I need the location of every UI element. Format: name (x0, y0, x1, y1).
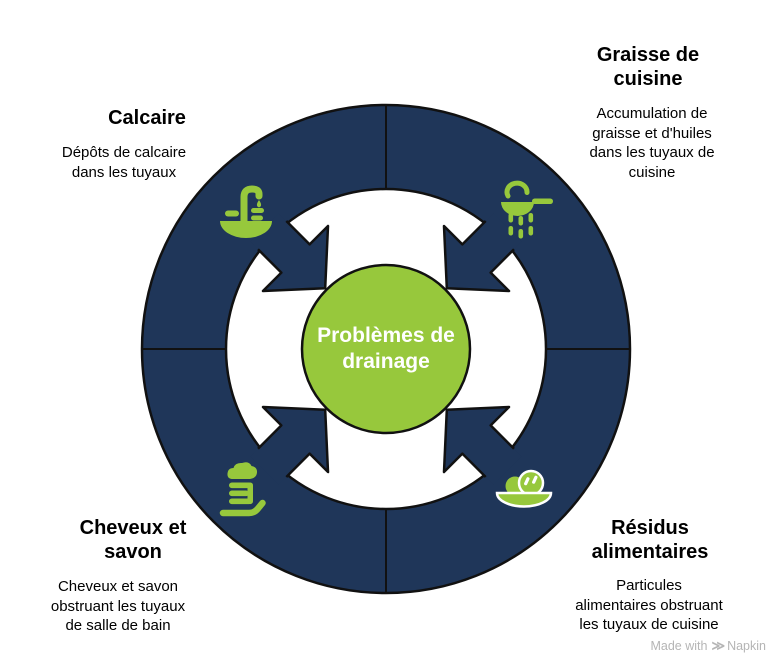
center-circle (300, 263, 472, 435)
section-desc-calcaire: Dépôts de calcaire dans les tuyaux (61, 144, 187, 181)
arrow-top-left-icon (250, 213, 330, 293)
watermark: Made with ≫ Napkin (650, 638, 766, 654)
arrow-top-right-icon (442, 213, 522, 293)
arrow-bottom-left-icon (250, 405, 330, 485)
quadrant-dividers (142, 105, 630, 593)
watermark-brand: Napkin (727, 639, 766, 653)
center-title: Problèmes de drainage (317, 324, 455, 373)
section-desc-cheveux: Cheveux et savon obstruant les tuyaux de… (50, 578, 186, 634)
inward-arrows (250, 213, 522, 485)
section-desc-graisse: Accumulation de graisse et d'huiles dans… (589, 105, 715, 181)
toothbrush-soap-icon (219, 462, 266, 517)
watermark-prefix: Made with (650, 639, 708, 653)
section-title-calcaire: Calcaire (108, 107, 186, 129)
sink-faucet-icon (220, 185, 272, 238)
section-title-residus: Résidus alimentaires (591, 517, 709, 563)
napkin-logo-icon: ≫ (711, 638, 725, 653)
section-title-cheveux: Cheveux et savon (79, 517, 187, 563)
section-title-graisse: Graisse de cuisine (596, 44, 700, 90)
section-desc-residus: Particules alimentaires obstruant les tu… (575, 577, 723, 633)
arrow-bottom-right-icon (442, 405, 522, 485)
food-plate-icon (495, 469, 553, 508)
frying-pan-icon (501, 180, 553, 239)
